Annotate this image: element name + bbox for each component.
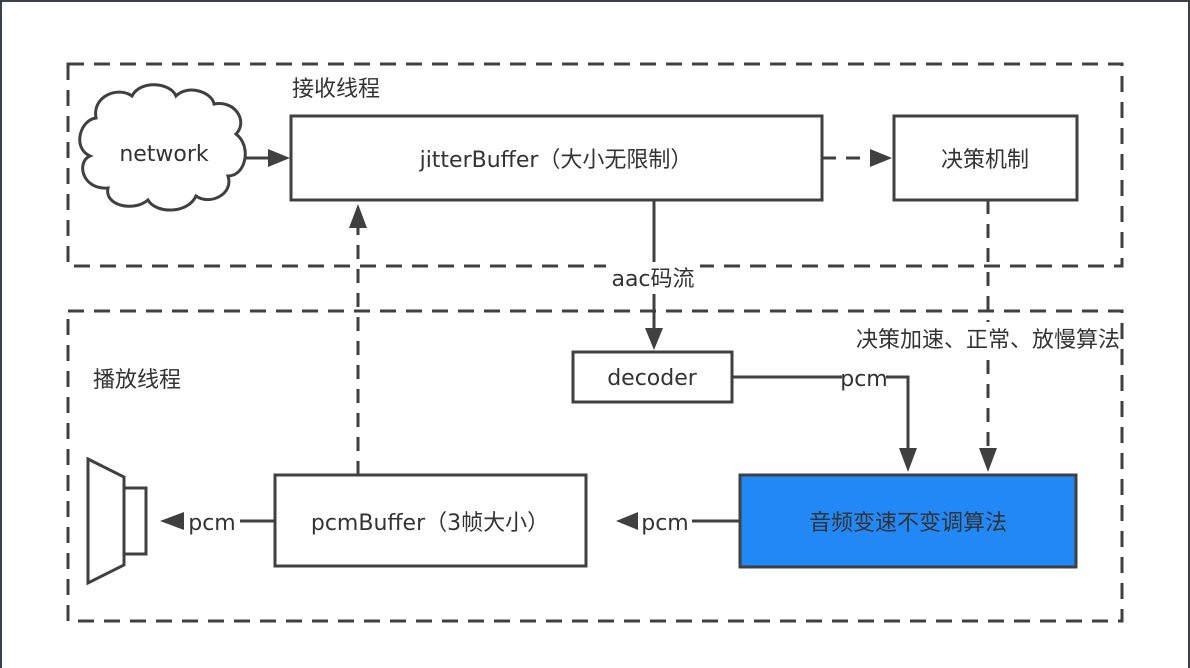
time-stretch-node[interactable]: 音频变速不变调算法 [738,473,1078,569]
edge-decoder-stretch-2 [886,375,910,450]
network-node[interactable]: network [78,83,247,212]
stretch-pcm-label: pcm [641,511,689,536]
playback-thread-label: 播放线程 [93,368,181,393]
playback-thread-group [66,309,1124,623]
receive-thread-label: 接收线程 [292,77,380,102]
receive-thread-group [66,62,1124,268]
arrowhead-icon [645,328,663,350]
arrowhead-icon [160,512,184,530]
arrowhead-icon [616,512,638,530]
decision-node[interactable]: 决策机制 [892,114,1079,202]
aac-label-bg [606,262,700,294]
decoder-label: decoder [607,366,698,391]
arrowhead-icon [870,149,892,167]
decoder-node[interactable]: decoder [571,350,734,404]
arrowhead-icon [979,448,997,472]
aac-stream-label: aac码流 [611,267,694,292]
arrowhead-icon [349,204,367,228]
decoder-pcm-label: pcm [840,367,888,392]
decision-label: 决策机制 [941,148,1029,173]
network-label: network [119,142,209,167]
speaker-icon [86,456,126,586]
arrowhead-icon [268,149,290,167]
arrowhead-icon [899,448,917,472]
speaker-body [122,486,148,556]
jitter-buffer-node[interactable]: jitterBuffer（大小无限制） [289,114,824,202]
jitter-buffer-label: jitterBuffer（大小无限制） [419,148,693,173]
pcm-buffer-label: pcmBuffer（3帧大小） [311,511,549,536]
decision-action-label: 决策加速、正常、放慢算法 [856,328,1120,353]
pcm-buffer-node[interactable]: pcmBuffer（3帧大小） [273,473,588,568]
cloud-icon [78,83,247,212]
buffer-pcm-label: pcm [188,511,236,536]
time-stretch-label: 音频变速不变调算法 [809,511,1007,536]
speaker-node[interactable] [86,456,148,586]
